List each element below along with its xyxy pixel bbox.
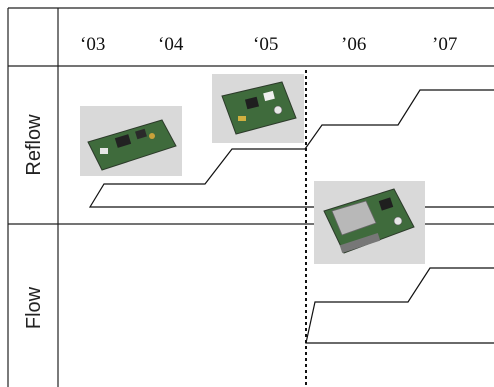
- pcb-board-with-shield-photo: [314, 181, 425, 264]
- year-label-04: ‘04: [158, 34, 184, 55]
- row-label-reflow: Reflow: [23, 114, 45, 176]
- year-label-03: ‘03: [80, 34, 105, 55]
- pcb-board-photo-2: [212, 74, 304, 143]
- component-shape: [100, 148, 108, 154]
- year-label-05: ‘05: [253, 34, 278, 55]
- component-shape: [274, 106, 282, 114]
- component-shape: [394, 217, 402, 225]
- year-header: ‘03 ‘04 ‘05 ’06 ’07: [80, 34, 457, 55]
- row-label-flow: Flow: [23, 286, 45, 329]
- pcb-board-photo-1: [80, 106, 182, 176]
- component-shape: [149, 133, 155, 139]
- component-shape: [238, 116, 246, 121]
- year-label-07: ’07: [432, 34, 457, 55]
- year-label-06: ’06: [341, 34, 366, 55]
- flow-timeline-shape: [306, 268, 494, 343]
